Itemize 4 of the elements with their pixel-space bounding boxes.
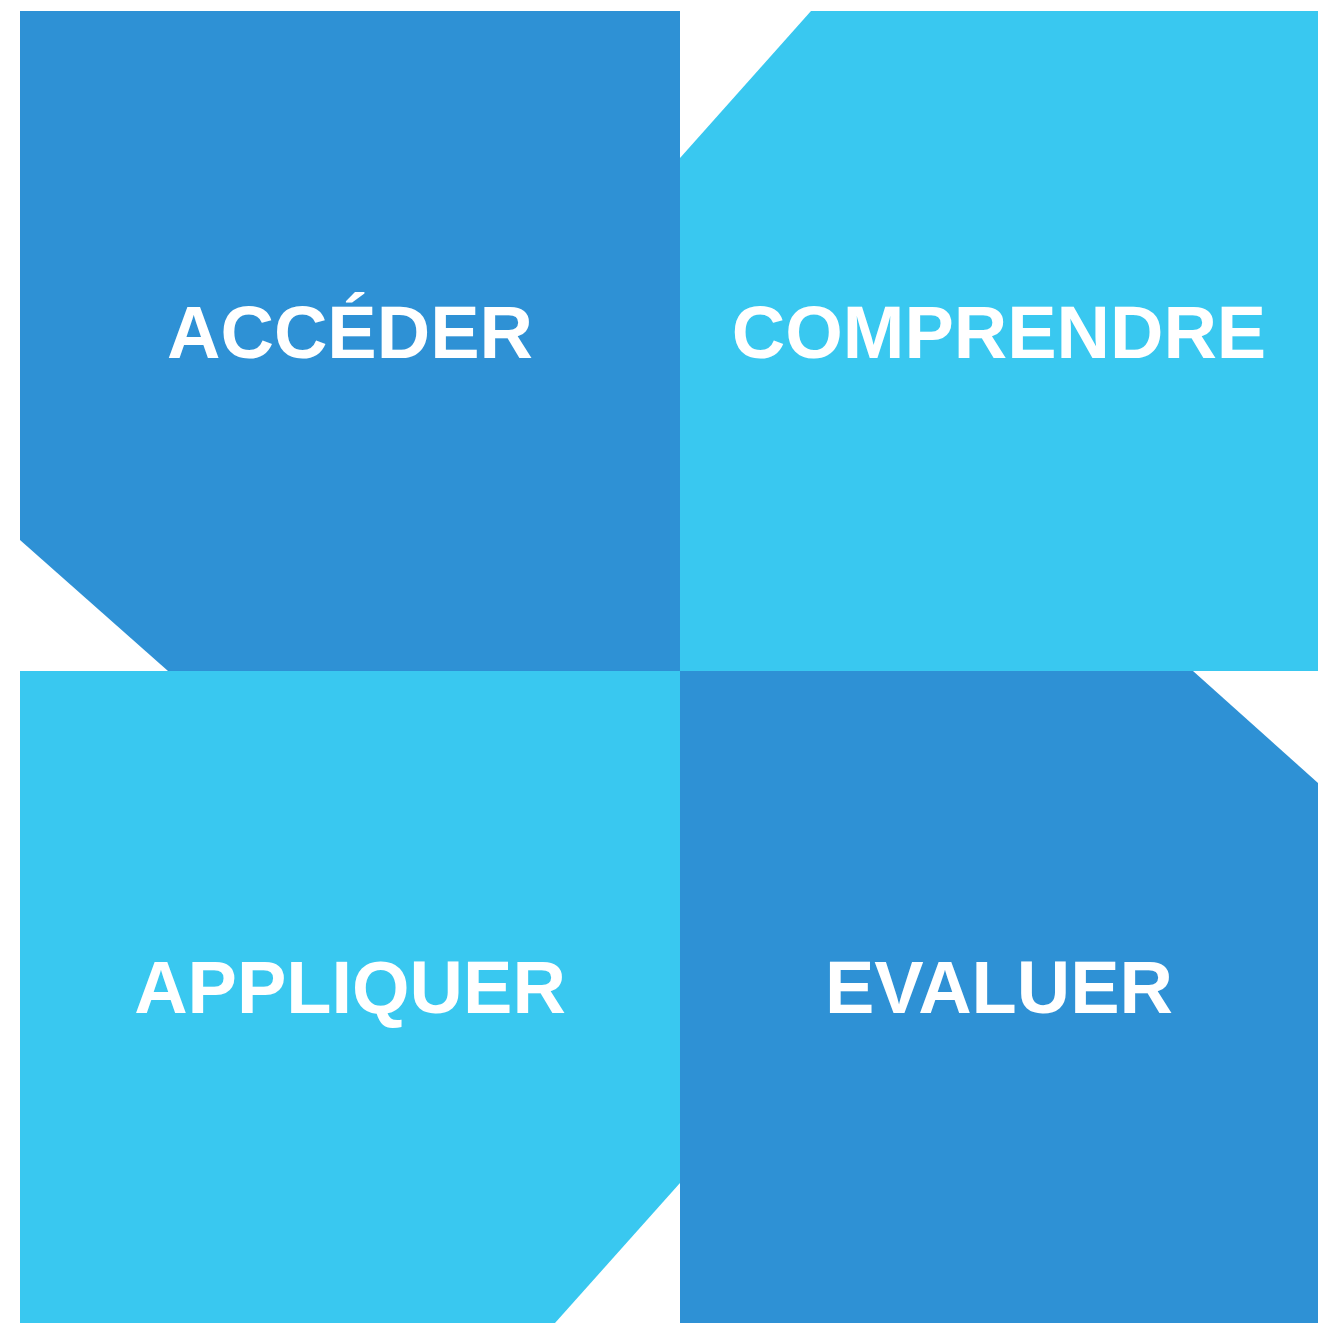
quadrant-title: APPLIQUER (134, 946, 566, 1029)
quadrant-title: EVALUER (824, 946, 1174, 1029)
quadrant-title: COMPRENDRE (731, 291, 1267, 374)
quadrant-title: ACCÉDER (167, 291, 533, 374)
